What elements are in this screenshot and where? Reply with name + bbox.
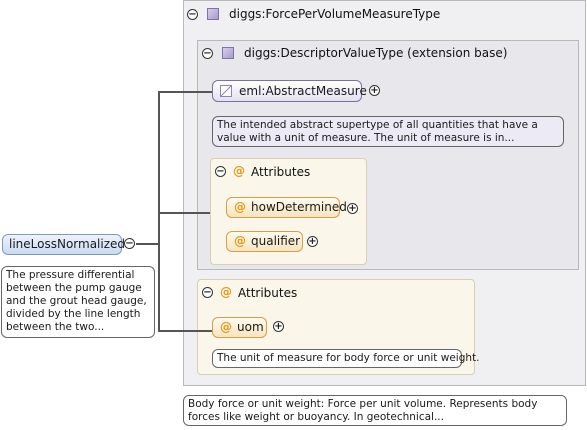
expand-abstract-measure-button[interactable]: +: [369, 85, 380, 96]
abstract-element-icon: [220, 85, 232, 97]
connector-line: [136, 243, 159, 245]
attribute-uom[interactable]: @ uom: [212, 317, 267, 338]
collapse-type-button[interactable]: −: [187, 9, 198, 20]
collapse-attributes-button[interactable]: −: [215, 166, 226, 177]
attribute-icon: @: [220, 285, 232, 299]
collapse-extension-button[interactable]: −: [202, 48, 213, 59]
connector-line: [158, 330, 212, 332]
extension-base-label: diggs:DescriptorValueType (extension bas…: [244, 46, 508, 60]
abstract-measure-doc: The intended abstract supertype of all q…: [212, 116, 564, 147]
connector-line: [158, 212, 210, 214]
expand-qualifier-button[interactable]: +: [307, 236, 318, 247]
type-name: diggs:ForcePerVolumeMeasureType: [229, 7, 441, 21]
attribute-label: uom: [237, 320, 264, 334]
attribute-icon: @: [234, 234, 246, 248]
abstract-measure-node[interactable]: eml:AbstractMeasure: [212, 80, 367, 102]
attribute-icon: @: [233, 164, 245, 178]
connector-line: [158, 91, 160, 332]
expand-howDetermined-button[interactable]: +: [347, 203, 358, 214]
element-node[interactable]: lineLossNormalized: [2, 234, 125, 255]
uom-doc: The unit of measure for body force or un…: [212, 349, 480, 368]
attribute-qualifier[interactable]: @ qualifier: [226, 231, 303, 252]
expand-uom-button[interactable]: +: [273, 321, 284, 332]
element-doc: The pressure differential between the pu…: [1, 266, 155, 338]
attributes-title: Attributes: [238, 286, 298, 300]
attribute-label: howDetermined: [251, 200, 347, 214]
collapse-element-button[interactable]: −: [124, 238, 135, 249]
attribute-howDetermined[interactable]: @ howDetermined: [226, 197, 347, 218]
attribute-icon: @: [234, 200, 246, 214]
complex-type-icon: [222, 47, 234, 59]
complex-type-icon: [207, 8, 219, 20]
collapse-attributes-button[interactable]: −: [202, 287, 213, 298]
connector-line: [158, 91, 212, 93]
type-doc: Body force or unit weight: Force per uni…: [183, 395, 567, 426]
attributes-title: Attributes: [251, 165, 311, 179]
attribute-icon: @: [220, 320, 232, 334]
attribute-label: qualifier: [251, 234, 301, 248]
